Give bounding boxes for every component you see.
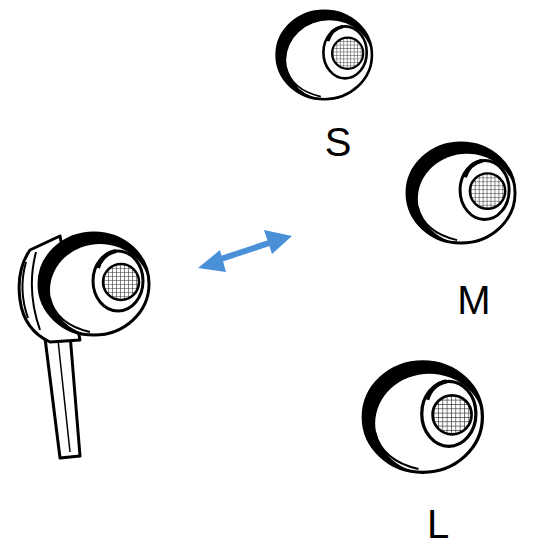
earbud [19, 233, 150, 458]
ear-tip-small [277, 11, 373, 100]
size-label: M [457, 280, 490, 320]
size-label: S [325, 122, 352, 162]
size-label: L [427, 504, 449, 544]
swap-arrow [198, 230, 292, 272]
ear-tip-large [363, 362, 483, 474]
ear-tip-medium [407, 143, 516, 244]
